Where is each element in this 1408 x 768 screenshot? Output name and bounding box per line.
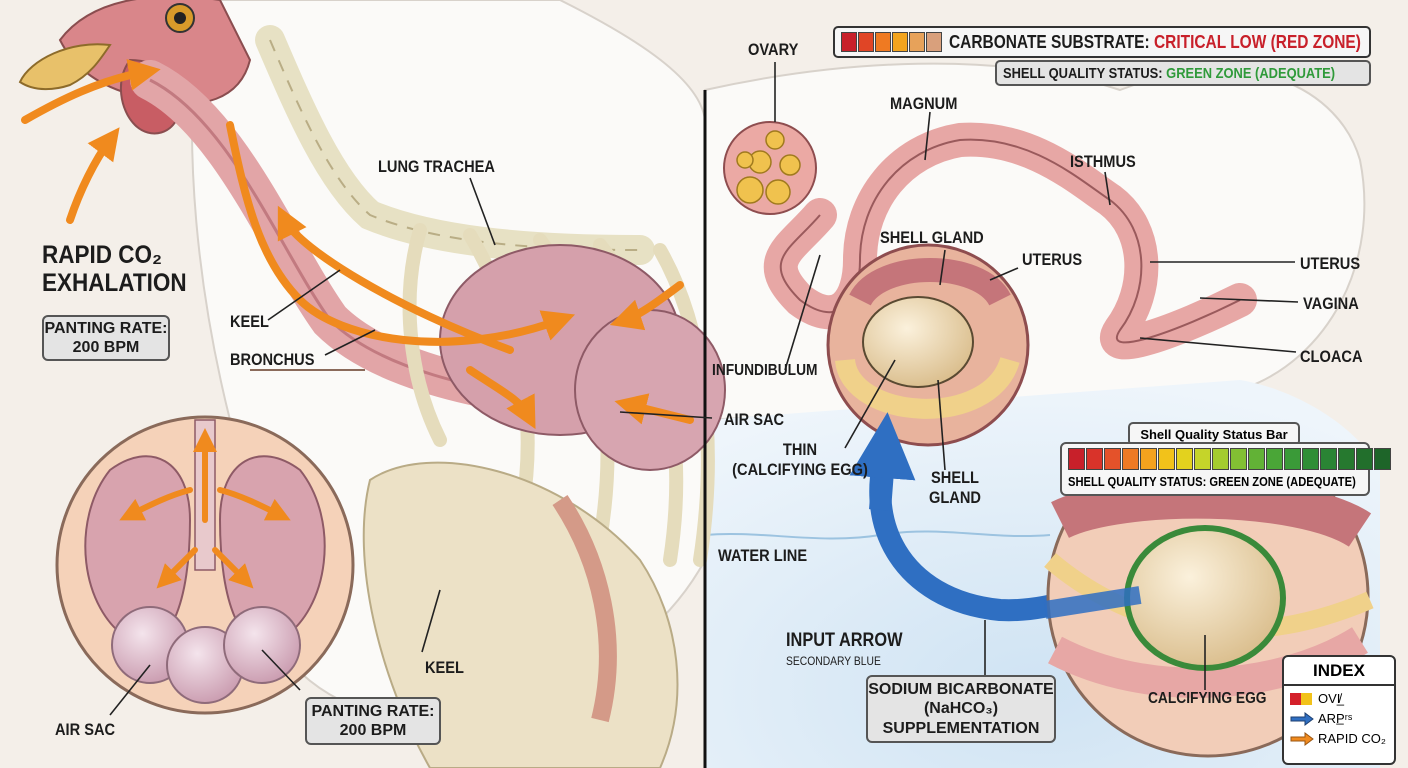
legend-index: INDEX OVI̸̲ ARP̲ʳˢ RAPID CO₂ <box>1282 655 1396 765</box>
legend-item-label: ARP̲ʳˢ <box>1318 711 1353 726</box>
ovary-label: OVARY <box>748 40 799 59</box>
status-bar-segment <box>1158 448 1175 470</box>
panting-rate-bottom-label: PANTING RATE: <box>311 702 435 720</box>
shell-gland-label: SHELL GLAND <box>916 468 993 507</box>
keel-lower-label: KEEL <box>425 658 464 677</box>
shell-gland-top-label: SHELL GLAND <box>880 228 984 247</box>
status-bar-segment <box>1356 448 1373 470</box>
input-arrow-label: INPUT ARROW <box>786 630 903 651</box>
thin-label-line1: THIN <box>782 440 818 459</box>
shell-quality-status-bar: SHELL QUALITY STATUS: GREEN ZONE (ADEQUA… <box>1060 442 1391 496</box>
air-sac-label: AIR SAC <box>724 410 785 429</box>
sodium-box-line1: SODIUM BICARBONATE <box>868 681 1054 699</box>
vagina-label: VAGINA <box>1303 294 1359 313</box>
status-bar-segment <box>1104 448 1121 470</box>
legend-title: INDEX <box>1284 657 1394 686</box>
status-bar-segment <box>1140 448 1157 470</box>
panting-rate-top-label: PANTING RATE: <box>44 319 168 337</box>
uterus-outer-label: UTERUS <box>1300 254 1361 273</box>
status-bar-segment <box>1248 448 1265 470</box>
shell-quality-banner: SHELL QUALITY STATUS: GREEN ZONE (ADEQUA… <box>995 60 1371 86</box>
thin-calcifying-egg-label: THIN (CALCIFYING EGG) <box>714 440 886 479</box>
secondary-blue-label: SECONDARY BLUE <box>786 654 881 668</box>
panting-rate-box-bottom: PANTING RATE: 200 BPM <box>305 697 441 745</box>
status-bar-segment <box>1122 448 1139 470</box>
status-bar-caption: SHELL QUALITY STATUS: GREEN ZONE (ADEQUA… <box>1068 474 1356 489</box>
status-bar-segment <box>1266 448 1283 470</box>
legend-item-ovary: OVI̸̲ <box>1290 691 1394 706</box>
status-bar-segments <box>1068 448 1392 470</box>
status-bar-segment <box>1176 448 1193 470</box>
panting-rate-bottom-value: 200 BPM <box>339 722 407 739</box>
red-zone-swatch-icon <box>841 32 943 52</box>
shell-gland-line2: GLAND <box>928 487 981 507</box>
status-bar-segment <box>1320 448 1337 470</box>
water-line-label: WATER LINE <box>718 546 808 565</box>
rapid-co2-title-line1: RAPID CO₂ <box>42 241 163 269</box>
bronchus-label: BRONCHUS <box>230 350 315 369</box>
carbonate-substrate-banner: CARBONATE SUBSTRATE: CRITICAL LOW (RED Z… <box>833 26 1371 58</box>
sodium-box-line2: (NaHCO₃) <box>923 700 999 718</box>
legend-item-co2: RAPID CO₂ <box>1290 731 1394 746</box>
status-bar-segment <box>1194 448 1211 470</box>
status-bar-segment <box>1302 448 1319 470</box>
panting-rate-top-value: 200 BPM <box>72 339 140 356</box>
status-bar-segment <box>1212 448 1229 470</box>
status-bar-segment <box>1284 448 1301 470</box>
calcifying-egg-label: CALCIFYING EGG <box>1148 690 1267 707</box>
carbonate-banner-prefix: CARBONATE SUBSTRATE: <box>949 31 1154 52</box>
status-bar-segment <box>1068 448 1085 470</box>
panting-rate-box-top: PANTING RATE: 200 BPM <box>42 315 170 361</box>
legend-item-arrow: ARP̲ʳˢ <box>1290 711 1394 726</box>
blue-arrow-icon <box>1290 711 1314 726</box>
sodium-box-line3: SUPPLEMENTATION <box>882 719 1040 737</box>
shell-gland-line1: SHELL <box>931 468 979 487</box>
cloaca-label: CLOACA <box>1300 347 1363 366</box>
legend-item-label: RAPID CO₂ <box>1318 731 1386 746</box>
legend-item-label: OVI̸̲ <box>1318 691 1341 706</box>
sodium-bicarbonate-box: SODIUM BICARBONATE (NaHCO₃) SUPPLEMENTAT… <box>866 675 1056 743</box>
status-bar-segment <box>1086 448 1103 470</box>
isthmus-label: ISTHMUS <box>1070 152 1136 171</box>
red-yellow-swatch-icon <box>1290 692 1312 705</box>
air-sac-inset-label: AIR SAC <box>55 720 116 739</box>
magnum-label: MAGNUM <box>890 94 958 113</box>
status-bar-segment <box>1230 448 1247 470</box>
keel-upper-label: KEEL <box>230 312 269 331</box>
status-bar-segment <box>1374 448 1391 470</box>
uterus-inner-label: UTERUS <box>1022 250 1083 269</box>
shell-banner-status: GREEN ZONE (ADEQUATE) <box>1166 64 1336 82</box>
orange-arrow-icon <box>1290 731 1314 746</box>
lung-trachea-label: LUNG TRACHEA <box>378 157 495 176</box>
rapid-co2-title-line2: EXHALATION <box>42 269 187 297</box>
status-bar-segment <box>1338 448 1355 470</box>
carbonate-banner-status: CRITICAL LOW (RED ZONE) <box>1153 31 1361 52</box>
thin-label-line2: (CALCIFYING EGG) <box>732 459 868 479</box>
infundibulum-label: INFUNDIBULUM <box>712 362 818 379</box>
shell-banner-prefix: SHELL QUALITY STATUS: <box>1003 64 1167 82</box>
